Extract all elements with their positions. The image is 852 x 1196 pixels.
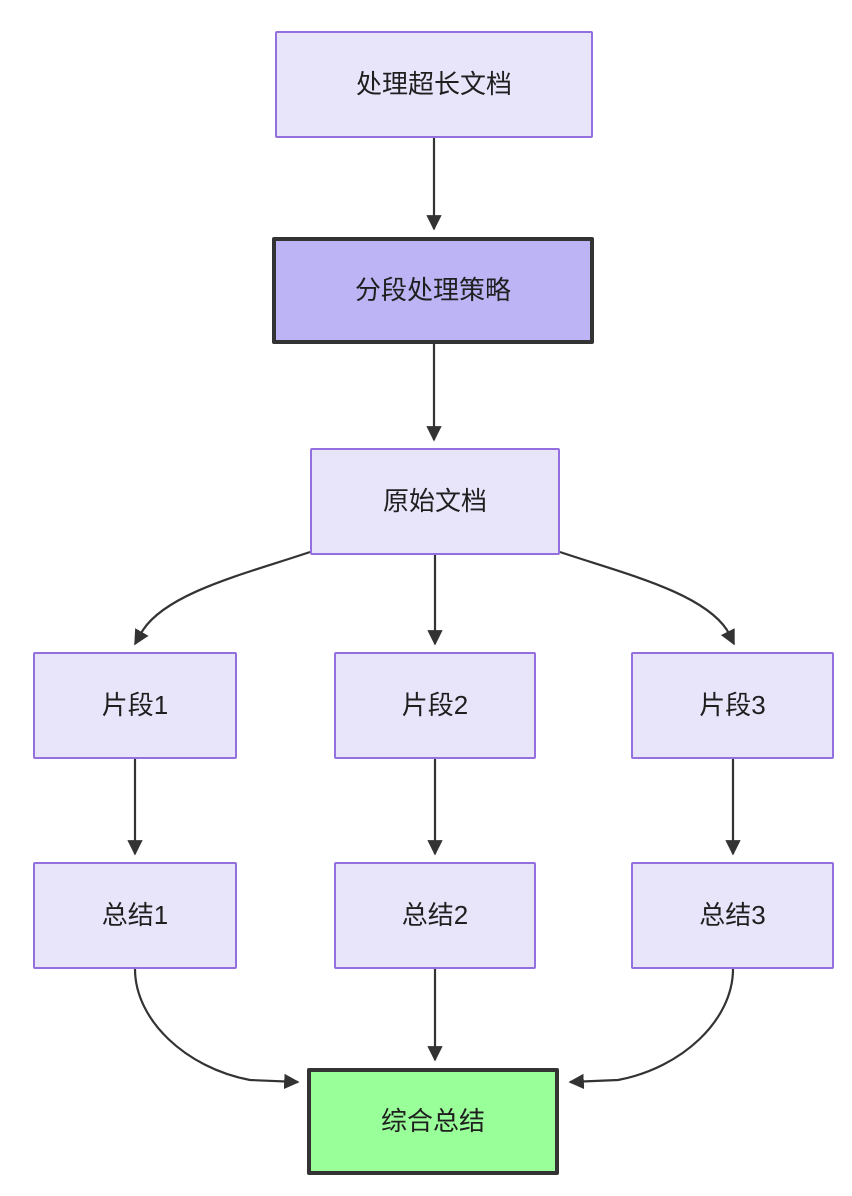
node-label: 原始文档 (382, 485, 487, 516)
node-segmentation-strategy[interactable]: 分段处理策略 (272, 237, 594, 344)
edge-sum1-to-final (133, 968, 300, 1090)
node-label: 总结3 (699, 899, 766, 930)
edge-sum3-to-final (568, 968, 735, 1090)
node-fragment-2[interactable]: 片段2 (334, 652, 536, 759)
node-comprehensive-summary[interactable]: 综合总结 (307, 1068, 559, 1175)
node-source-document[interactable]: 原始文档 (310, 448, 560, 555)
node-label: 片段3 (699, 689, 766, 720)
node-summary-2[interactable]: 总结2 (334, 862, 536, 969)
node-fragment-3[interactable]: 片段3 (631, 652, 834, 759)
node-label: 处理超长文档 (355, 68, 512, 99)
node-summary-3[interactable]: 总结3 (631, 862, 834, 969)
node-label: 总结1 (101, 899, 169, 930)
edge-source-to-frag1 (134, 550, 311, 646)
node-fragment-1[interactable]: 片段1 (33, 652, 237, 759)
node-label: 分段处理策略 (354, 274, 511, 305)
node-process-long-document[interactable]: 处理超长文档 (275, 31, 593, 138)
node-label: 片段1 (101, 689, 169, 720)
node-summary-1[interactable]: 总结1 (33, 862, 237, 969)
node-label: 综合总结 (380, 1105, 485, 1136)
node-label: 总结2 (401, 899, 469, 930)
node-label: 片段2 (401, 689, 469, 720)
edge-source-to-frag3 (559, 550, 735, 646)
